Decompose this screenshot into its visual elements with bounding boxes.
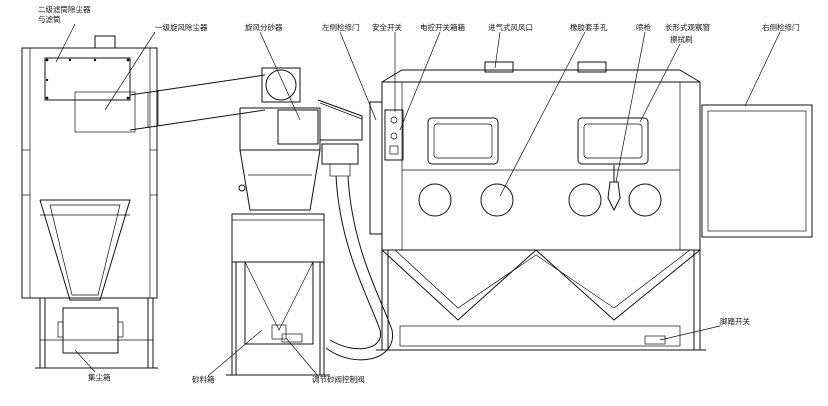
label-glove-hand-hole: 橡胶套手孔 — [570, 22, 608, 32]
callout-labels: 二级滤筒除尘器 与滤筒 一级旋风除尘器 旋风分砂器 左侧检修门 安全开关 电控开… — [38, 4, 800, 384]
label-inlet-air: 进气式风风口 — [488, 22, 533, 32]
glove-port-4 — [628, 183, 662, 217]
foot-switch-pedal — [644, 335, 666, 345]
label-cyclone-sand-separator: 旋风分砂器 — [245, 22, 283, 32]
label-control-switch-box: 电控开关箱箱 — [420, 22, 465, 32]
filter-cartridge-box — [44, 57, 131, 101]
glove-port-3 — [568, 183, 602, 217]
label-workpiece-window: 长形式观察窗 — [665, 22, 710, 32]
right-side-door — [701, 104, 813, 238]
control-box — [384, 109, 404, 161]
dust-bin — [62, 307, 119, 354]
blast-cabinet — [369, 61, 706, 351]
air-duct — [129, 74, 266, 131]
spray-gun — [607, 165, 621, 212]
label-window-wiper: 擦拭刷 — [670, 34, 693, 44]
label-sand-bin: 砂料箱 — [192, 374, 215, 384]
label-left-side-door: 左侧检修门 — [322, 22, 360, 32]
label-safety-switch: 安全开关 — [372, 22, 402, 32]
inlet-air-vent-right — [577, 61, 607, 73]
label-filter-cartridge: 与滤筒 — [38, 14, 61, 24]
sand-hopper — [226, 213, 330, 376]
observation-window-left — [427, 117, 499, 165]
label-dust-bin: 集尘箱 — [88, 372, 111, 382]
cyclone-separator — [238, 67, 363, 211]
observation-window-right — [577, 117, 649, 165]
left-side-door — [369, 101, 383, 235]
label-secondary-filter: 二级滤筒除尘器 — [38, 4, 91, 14]
label-spray-gun: 喷枪 — [636, 22, 651, 32]
sand-hose — [325, 175, 393, 361]
label-foot-switch: 脚踏开关 — [720, 316, 750, 326]
glove-port-1 — [418, 183, 452, 217]
glove-port-2 — [480, 183, 514, 217]
label-sand-valve: 调节砂阀控制阀 — [312, 374, 365, 384]
inlet-air-vent-left — [484, 61, 514, 73]
label-primary-cyclone: 一级旋风除尘器 — [155, 22, 208, 32]
dust-collector — [21, 35, 158, 369]
label-right-side-door: 右侧检修门 — [762, 22, 800, 32]
